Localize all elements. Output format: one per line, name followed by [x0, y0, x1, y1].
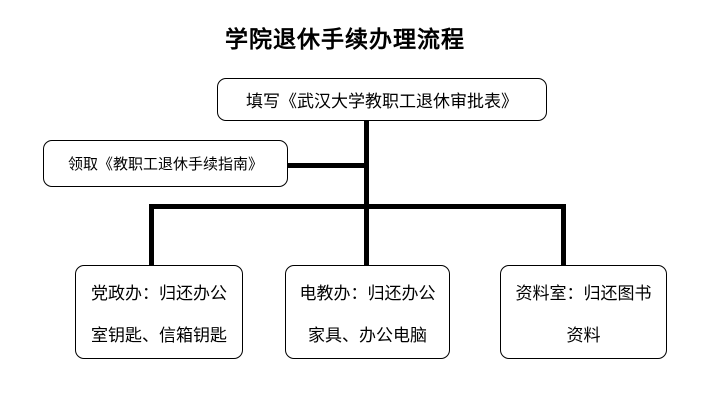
box-party-admin-office: 党政办：归还办公 室钥匙、信箱钥匙: [75, 265, 243, 359]
connector-drop-left: [149, 204, 154, 267]
box-reference-room-line-2: 资料: [566, 326, 601, 346]
box-audio-visual-office-line-2: 家具、办公电脑: [308, 326, 427, 346]
box-fill-retirement-approval-form: 填写《武汉大学教职工退休审批表》: [217, 78, 547, 121]
diagram-title: 学院退休手续办理流程: [225, 26, 465, 53]
box-reference-room: 资料室：归还图书 资料: [500, 265, 667, 359]
box-receive-retirement-guide-label: 领取《教职工退休手续指南》: [67, 155, 263, 173]
box-audio-visual-office: 电教办：归还办公 家具、办公电脑: [285, 265, 450, 359]
box-party-admin-office-line-2: 室钥匙、信箱钥匙: [91, 326, 227, 346]
connector-branch-horizontal: [149, 204, 566, 209]
connector-side-horizontal: [287, 163, 367, 168]
box-receive-retirement-guide: 领取《教职工退休手续指南》: [43, 140, 288, 187]
box-audio-visual-office-line-1: 电教办：归还办公: [299, 284, 436, 304]
box-fill-retirement-approval-form-label: 填写《武汉大学教职工退休审批表》: [246, 92, 518, 112]
connector-trunk-vertical: [364, 121, 369, 267]
connector-drop-right: [561, 204, 566, 267]
box-reference-room-line-1: 资料室：归还图书: [515, 284, 652, 304]
box-party-admin-office-line-1: 党政办：归还办公: [91, 284, 227, 304]
